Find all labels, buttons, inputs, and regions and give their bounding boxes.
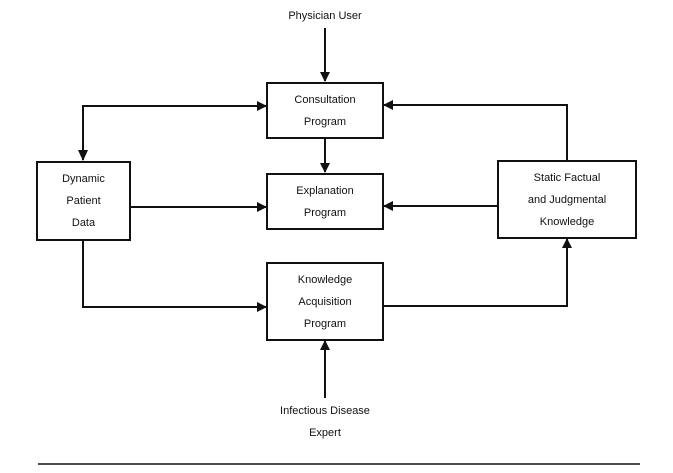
node-label: Program xyxy=(303,206,347,219)
node-explanation-program: Explanation Program xyxy=(266,173,384,230)
edge-patient-data-to-acquisition xyxy=(82,240,267,312)
actor-label: Expert xyxy=(309,427,341,439)
node-consultation-program: Consultation Program xyxy=(266,82,384,139)
node-label: Knowledge xyxy=(297,273,353,286)
node-label: Explanation xyxy=(296,184,354,197)
actor-physician-user: Physician User xyxy=(265,5,385,27)
edge-knowledge-to-consultation xyxy=(383,100,568,160)
node-dynamic-patient-data: Dynamic Patient Data xyxy=(36,161,131,241)
edge-acquisition-to-knowledge xyxy=(384,238,572,307)
node-label: Data xyxy=(71,217,96,229)
arrowhead-patient-data xyxy=(78,150,88,161)
node-label: Program xyxy=(303,317,347,330)
edge-consultation-patient-data xyxy=(82,101,267,160)
node-static-knowledge: Static Factual and Judgmental Knowledge xyxy=(497,160,637,239)
node-label: Patient xyxy=(66,195,101,207)
node-label: and Judgmental xyxy=(527,193,607,206)
node-knowledge-acquisition-program: Knowledge Acquisition Program xyxy=(266,262,384,341)
actor-infectious-disease-expert: Infectious Disease Expert xyxy=(255,400,395,444)
node-label: Program xyxy=(303,115,347,128)
node-label: Consultation xyxy=(294,93,356,106)
actor-label: Physician User xyxy=(288,10,362,22)
node-label: Knowledge xyxy=(539,215,595,228)
node-label: Static Factual xyxy=(533,171,601,184)
node-label: Dynamic xyxy=(62,173,105,185)
node-label: Acquisition xyxy=(298,295,352,308)
actor-label: Infectious Disease xyxy=(280,405,370,417)
